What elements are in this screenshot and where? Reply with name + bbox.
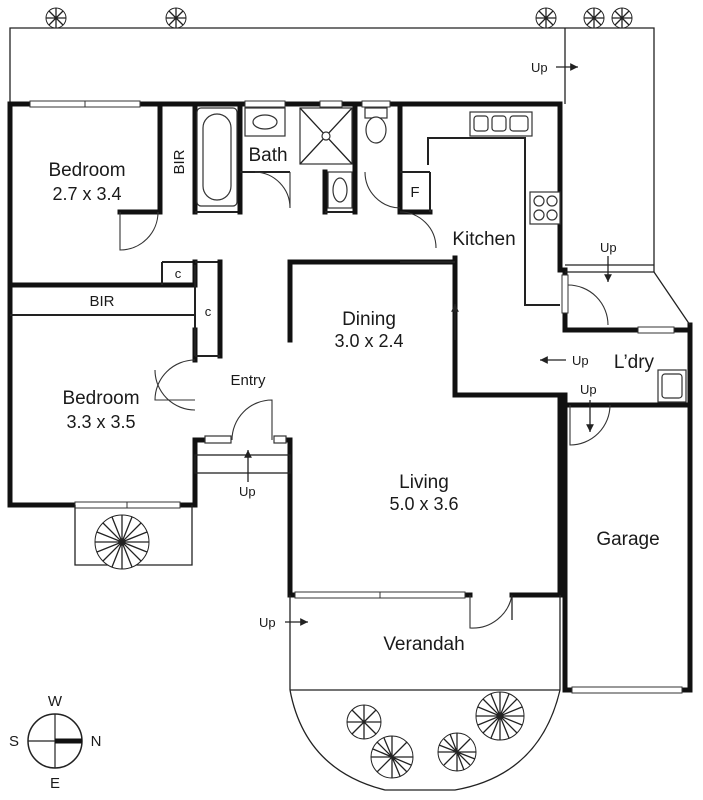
step-arrows bbox=[244, 63, 612, 626]
compass-north: N bbox=[91, 733, 102, 750]
step-label-laundry-door: Up bbox=[572, 353, 589, 368]
step-label-laundry-garage: Up bbox=[580, 382, 597, 397]
doors bbox=[119, 171, 611, 629]
compass: W E S N bbox=[9, 693, 101, 792]
bir-label-bedroom2: BIR bbox=[89, 293, 114, 310]
compass-south: S bbox=[9, 733, 19, 750]
kitchen-name: Kitchen bbox=[452, 229, 515, 250]
living-dims: 5.0 x 3.6 bbox=[389, 494, 458, 514]
dining-dims: 3.0 x 2.4 bbox=[334, 331, 403, 351]
verandah-area bbox=[289, 595, 561, 791]
laundry-trough bbox=[657, 369, 687, 403]
step-label-verandah: Up bbox=[259, 615, 276, 630]
bedroom2-name: Bedroom bbox=[62, 388, 139, 409]
interior-walls bbox=[7, 101, 455, 359]
step-label-north: Up bbox=[531, 60, 548, 75]
step-label-side: Up bbox=[600, 240, 617, 255]
boundary-trees bbox=[45, 7, 633, 29]
bedroom2-dims: 3.3 x 3.5 bbox=[66, 412, 135, 432]
bir-label-bedroom1: BIR bbox=[171, 149, 188, 174]
bedroom1-dims: 2.7 x 3.4 bbox=[52, 184, 121, 204]
windows bbox=[29, 100, 683, 694]
step-label-entry: Up bbox=[239, 484, 256, 499]
bedroom1-name: Bedroom bbox=[48, 160, 125, 181]
laundry-name: L’dry bbox=[614, 352, 655, 373]
side-access bbox=[565, 264, 691, 326]
living-name: Living bbox=[399, 472, 449, 493]
cupboard-label-1: c bbox=[175, 266, 182, 281]
bath-fixtures bbox=[196, 107, 388, 209]
kitchen-bench bbox=[427, 111, 561, 306]
entry-name: Entry bbox=[230, 372, 266, 389]
verandah-name: Verandah bbox=[383, 634, 464, 655]
dining-name: Dining bbox=[342, 309, 396, 330]
compass-east: E bbox=[50, 775, 60, 792]
fridge-label: F bbox=[410, 184, 419, 201]
entry-porch bbox=[194, 435, 291, 474]
compass-west: W bbox=[48, 693, 63, 710]
planter-box bbox=[74, 505, 193, 570]
cupboard-label-2: c bbox=[205, 304, 212, 319]
bath-name: Bath bbox=[248, 145, 287, 166]
garage-name: Garage bbox=[596, 529, 659, 550]
